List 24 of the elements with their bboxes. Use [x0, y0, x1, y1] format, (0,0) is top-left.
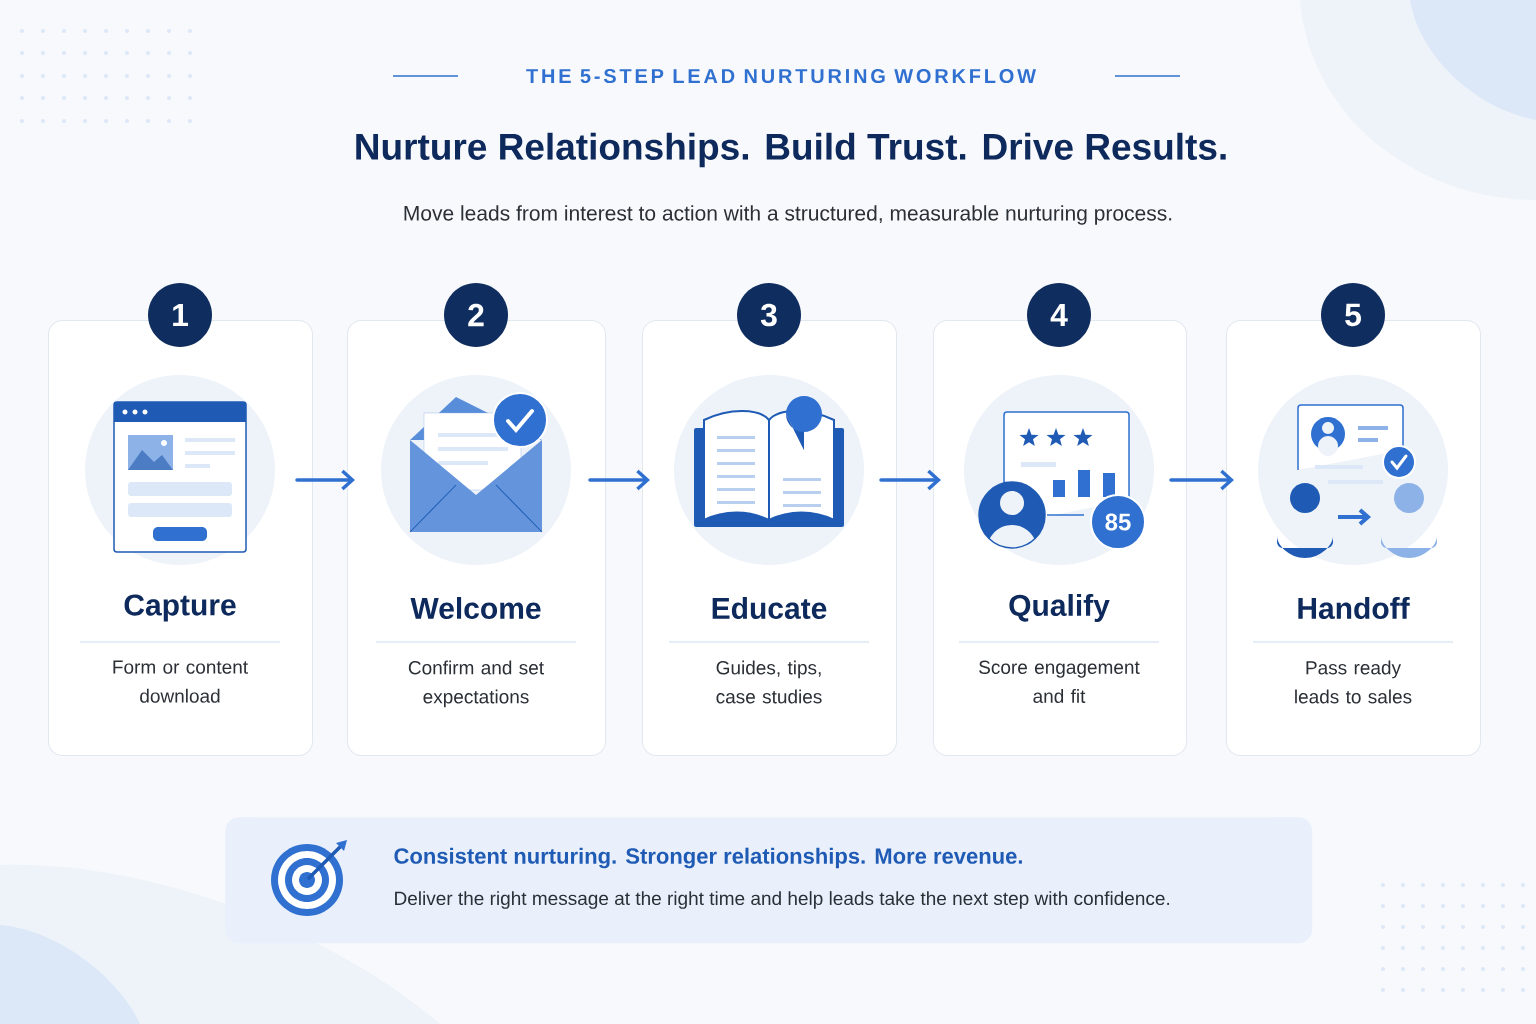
step-description: Form or content download: [113, 660, 248, 703]
step-title: Capture: [124, 594, 236, 622]
arrow: [295, 469, 355, 491]
step-number-badge: 2: [444, 283, 508, 347]
step-title: Qualify: [1009, 594, 1110, 622]
step-title: Educate: [712, 597, 827, 619]
banner-text: Deliver the right message at the right time and help leads take the next step with confidence.: [395, 891, 1169, 909]
step-description: Confirm and set expectations: [408, 660, 544, 708]
kicker-text: THE 5-STEP LEAD NURTURING WORKFLOW: [526, 68, 1036, 84]
subtitle: Move leads from interest to action with a structured, measurable nurturing process.: [404, 205, 1172, 225]
arrow: [1169, 469, 1234, 491]
step-title: Welcome: [410, 597, 541, 619]
title: Nurture Relationships. Build Trust. Drive Results.: [356, 132, 1226, 168]
arrow: [588, 469, 650, 491]
step-number-badge: 4: [1027, 283, 1091, 347]
banner-heading: Consistent nurturing. Stronger relationships. More revenue.: [394, 847, 1022, 869]
step-number-badge: 5: [1321, 283, 1385, 347]
step-number-badge: 3: [737, 283, 801, 347]
step-title: Handoff: [1298, 597, 1410, 619]
arrow: [879, 469, 941, 491]
step-description: Pass ready leads to sales: [1295, 660, 1412, 704]
step-description: Guides, tips, case studies: [716, 660, 822, 704]
step-description: Score engagement and fit: [979, 660, 1140, 703]
step-number-badge: 1: [148, 283, 212, 347]
